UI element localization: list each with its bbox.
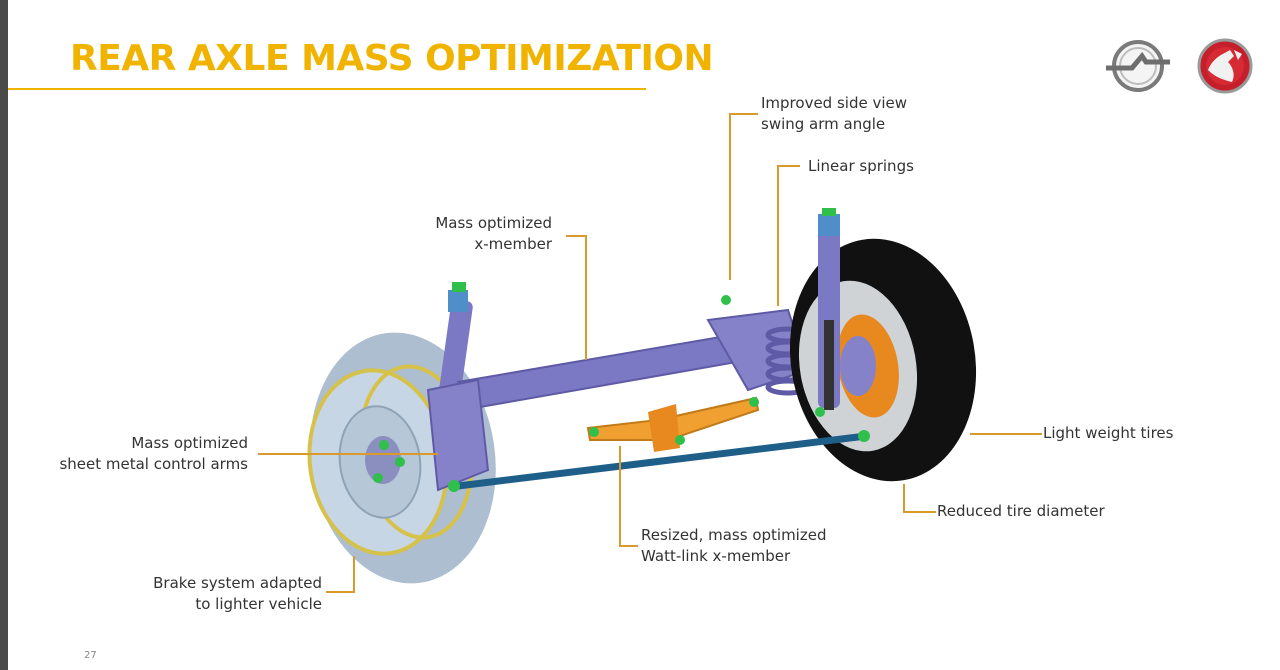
callout-watt-link: Resized, mass optimized Watt-link x-memb…: [641, 526, 827, 565]
tie-rod: [454, 432, 870, 490]
callout-control-arms: Mass optimized sheet metal control arms: [59, 434, 248, 473]
callout-swing-arm-angle: Improved side view swing arm angle: [761, 94, 908, 133]
vauxhall-logo: [1197, 38, 1253, 94]
right-tire: [789, 238, 977, 482]
callout-x-member: Mass optimized x-member: [435, 214, 552, 253]
leader-lines: [258, 113, 1042, 593]
slide-title: REAR AXLE MASS OPTIMIZATION: [70, 38, 714, 79]
rear-axle-diagram: [258, 113, 1042, 593]
watt-link: [586, 396, 760, 452]
callout-tire-diameter: Reduced tire diameter: [937, 502, 1105, 520]
title-underline: [8, 88, 646, 90]
callout-linear-springs: Linear springs: [808, 157, 914, 175]
right-shock-absorber: [818, 208, 840, 410]
callout-light-weight-tires: Light weight tires: [1043, 424, 1174, 442]
page-number: 27: [84, 650, 97, 661]
callout-brake-system: Brake system adapted to lighter vehicle: [153, 574, 322, 613]
green-fasteners: [373, 295, 870, 492]
slide: REAR AXLE MASS OPTIMIZATION: [8, 0, 1280, 670]
left-shock-absorber: [437, 282, 473, 411]
opel-logo: [1106, 40, 1170, 92]
